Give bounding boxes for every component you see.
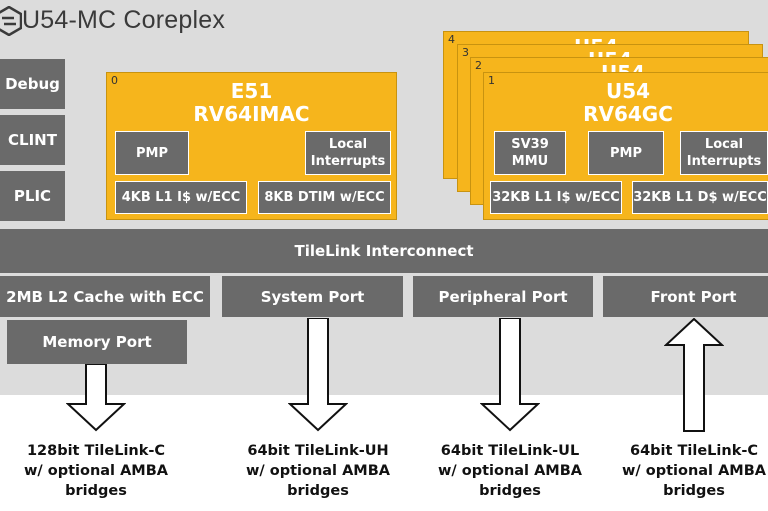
e51-isa: RV64IMAC (193, 102, 310, 126)
u54-core-1: 1 U54 RV64GC SV39 MMU PMP Local Interrup… (483, 72, 768, 220)
core-index: 0 (111, 74, 118, 87)
u54-mmu: SV39 MMU (494, 131, 566, 175)
e51-local-interrupts: Local Interrupts (305, 131, 391, 175)
l2-cache-block: 2MB L2 Cache with ECC (0, 276, 210, 317)
clint-block: CLINT (0, 115, 65, 165)
memory-port-down-arrow-icon (66, 364, 126, 432)
core-index: 3 (462, 46, 469, 59)
diagram-title: U54-MC Coreplex (22, 6, 226, 34)
u54-icache: 32KB L1 I$ w/ECC (490, 181, 622, 214)
system-bus-label: 64bit TileLink-UH w/ optional AMBA bridg… (246, 443, 390, 499)
tilelink-interconnect: TileLink Interconnect (0, 229, 768, 273)
sifive-logo-icon (0, 6, 22, 36)
e51-pmp: PMP (115, 131, 189, 175)
e51-name: E51 (230, 79, 273, 103)
core-index: 4 (448, 33, 455, 46)
peripheral-port: Peripheral Port (413, 276, 593, 317)
memory-port: Memory Port (7, 320, 187, 364)
memory-bus-label: 128bit TileLink-C w/ optional AMBA bridg… (24, 443, 168, 499)
system-port-down-arrow-icon (288, 318, 348, 432)
e51-core: 0 E51 RV64IMAC PMP Local Interrupts 4KB … (106, 72, 397, 220)
e51-dtim: 8KB DTIM w/ECC (258, 181, 391, 214)
e51-icache: 4KB L1 I$ w/ECC (115, 181, 247, 214)
system-port: System Port (222, 276, 403, 317)
front-port: Front Port (603, 276, 768, 317)
debug-block: Debug (0, 59, 65, 109)
front-port-up-arrow-icon (664, 318, 724, 432)
u54-pmp: PMP (588, 131, 664, 175)
front-bus-label: 64bit TileLink-C w/ optional AMBA bridge… (622, 443, 766, 499)
core-index: 1 (488, 74, 495, 87)
peripheral-bus-label: 64bit TileLink-UL w/ optional AMBA bridg… (438, 443, 582, 499)
u54-dcache: 32KB L1 D$ w/ECC (632, 181, 768, 214)
plic-block: PLIC (0, 171, 65, 221)
peripheral-port-down-arrow-icon (480, 318, 540, 432)
u54-isa: RV64GC (583, 102, 673, 126)
u54-name: U54 (605, 79, 651, 103)
u54-local-interrupts: Local Interrupts (680, 131, 768, 175)
core-index: 2 (475, 59, 482, 72)
